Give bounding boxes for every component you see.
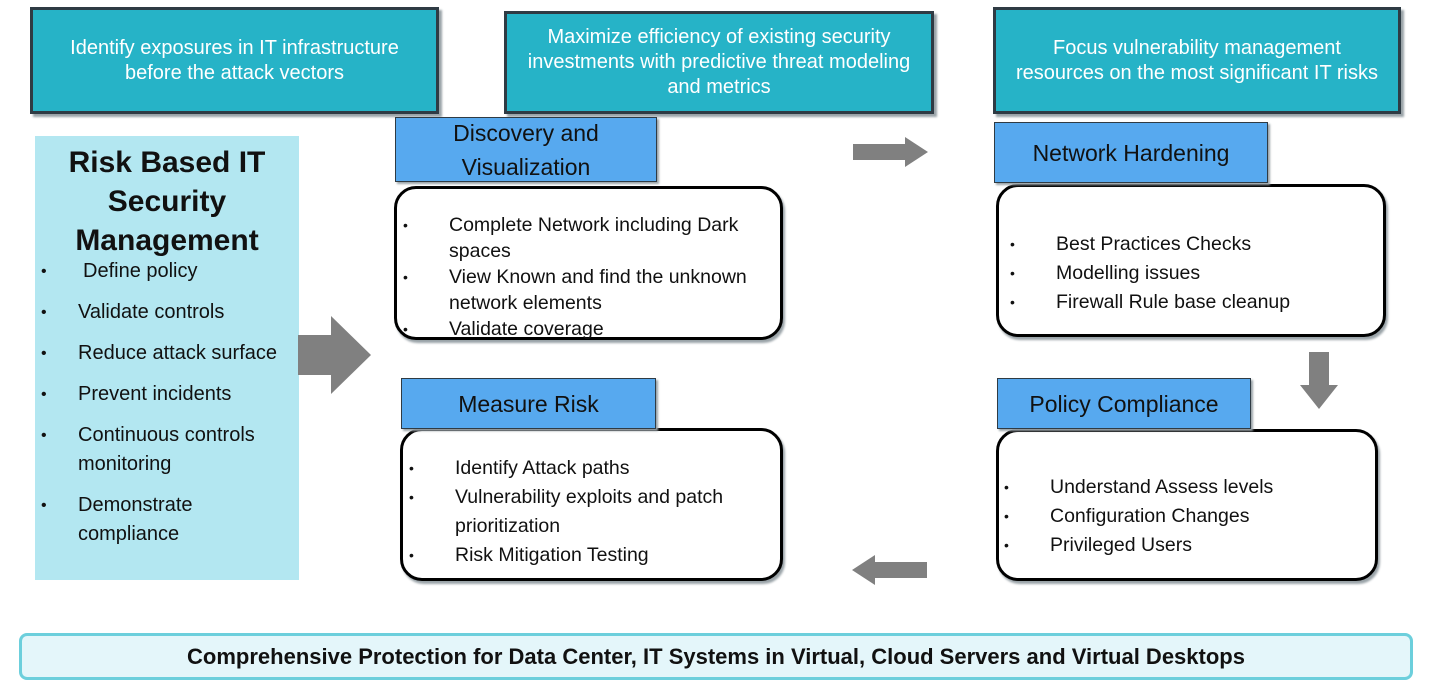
- sidebar-list: Define policy Validate controls Reduce a…: [35, 257, 299, 561]
- sidebar-item: Reduce attack surface: [35, 339, 299, 368]
- compliance-list: Understand Assess levels Configuration C…: [998, 473, 1374, 560]
- list-item: Firewall Rule base cleanup: [1004, 288, 1382, 317]
- hardening-title: Network Hardening: [1032, 139, 1230, 166]
- goal-banner-1: Identify exposures in IT infrastructure …: [30, 7, 439, 114]
- arrow-right-icon: [853, 137, 928, 167]
- footer-banner: Comprehensive Protection for Data Center…: [19, 633, 1413, 680]
- goal-banner-3: Focus vulnerability management resources…: [993, 7, 1401, 114]
- goal-banner-2: Maximize efficiency of existing security…: [504, 11, 934, 114]
- list-item: Validate coverage: [397, 316, 781, 342]
- sidebar-item: Demonstrate compliance: [35, 491, 299, 549]
- list-item: Vulnerability exploits and patch priorit…: [403, 483, 781, 541]
- sidebar-item: Define policy: [35, 257, 299, 286]
- list-item: Privileged Users: [998, 531, 1374, 560]
- arrow-left-icon: [852, 555, 927, 585]
- list-item: View Known and find the unknown network …: [397, 264, 781, 316]
- compliance-label: Policy Compliance: [997, 378, 1251, 429]
- footer-text: Comprehensive Protection for Data Center…: [187, 643, 1245, 669]
- risk-label: Measure Risk: [401, 378, 656, 429]
- list-item: Modelling issues: [1004, 259, 1382, 288]
- sidebar-title: Risk Based IT Security Management: [68, 146, 266, 257]
- list-item: Best Practices Checks: [1004, 230, 1382, 259]
- sidebar-item: Prevent incidents: [35, 380, 299, 409]
- discovery-list: Complete Network including Dark spaces V…: [397, 212, 781, 342]
- hardening-list: Best Practices Checks Modelling issues F…: [1004, 230, 1382, 317]
- risk-title: Measure Risk: [458, 390, 599, 417]
- goal-text-2: Maximize efficiency of existing security…: [527, 26, 911, 98]
- compliance-title: Policy Compliance: [1029, 390, 1219, 417]
- list-item: Identify Attack paths: [403, 454, 781, 483]
- arrow-right-large-icon: [298, 316, 371, 394]
- arrow-down-icon: [1300, 352, 1338, 409]
- list-item: Configuration Changes: [998, 502, 1374, 531]
- sidebar-item: Continuous controls monitoring: [35, 421, 299, 479]
- risk-list: Identify Attack paths Vulnerability expl…: [403, 454, 781, 570]
- hardening-label: Network Hardening: [994, 122, 1268, 183]
- sidebar-item: Validate controls: [35, 298, 299, 327]
- list-item: Understand Assess levels: [998, 473, 1374, 502]
- discovery-label: Discovery and Visualization: [395, 117, 657, 182]
- discovery-title: Discovery and Visualization: [453, 119, 599, 180]
- goal-text-1: Identify exposures in IT infrastructure …: [70, 36, 399, 84]
- list-item: Risk Mitigation Testing: [403, 541, 781, 570]
- goal-text-3: Focus vulnerability management resources…: [1016, 36, 1378, 84]
- list-item: Complete Network including Dark spaces: [397, 212, 781, 264]
